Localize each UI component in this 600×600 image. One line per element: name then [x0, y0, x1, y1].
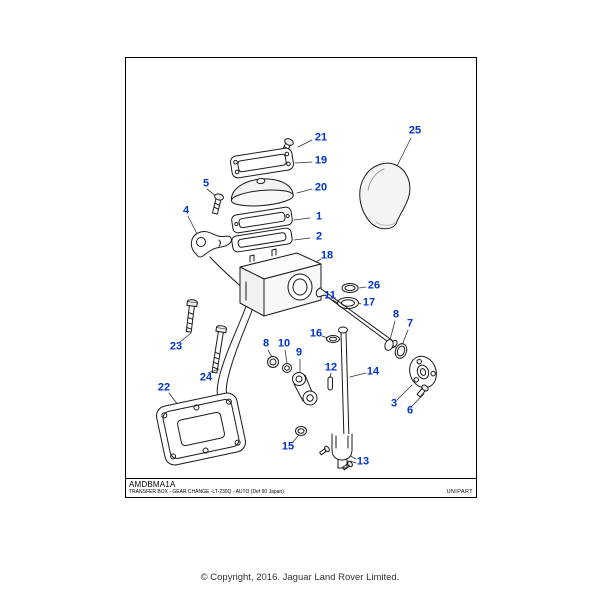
part-lever-4 — [190, 231, 232, 258]
part-flange-3 — [409, 355, 437, 389]
part-yoke-13 — [319, 433, 353, 471]
part-dome-20 — [230, 178, 294, 207]
plate-description: TRANSFER BOX - GEAR CHANGE -LT-230Q - AU… — [129, 489, 284, 495]
part-bolt-24 — [211, 325, 227, 374]
diagram-frame: AMDBMA1A TRANSFER BOX - GEAR CHANGE -LT-… — [125, 57, 477, 498]
part-bolt-6 — [416, 384, 429, 398]
part-gasket-22 — [156, 392, 246, 466]
part-oring-10 — [282, 363, 292, 373]
part-gasket-19 — [230, 147, 294, 179]
part-knob-25 — [359, 162, 411, 230]
part-oring-15 — [295, 426, 307, 436]
plate-brand: UNIPART — [446, 489, 473, 495]
part-housing-18 — [239, 248, 322, 317]
part-oring-7 — [394, 343, 408, 359]
copyright-text: © Copyright, 2016. Jaguar Land Rover Lim… — [200, 572, 400, 583]
part-shaft-11 — [315, 287, 398, 349]
part-plate-1 — [231, 206, 293, 234]
plate-code: AMDBMA1A — [129, 480, 176, 489]
part-gasket-2 — [231, 227, 293, 253]
part-pin-12 — [327, 376, 333, 391]
part-link-9 — [292, 372, 318, 406]
part-oring-8-right — [384, 339, 394, 351]
part-washer-16 — [326, 335, 340, 343]
part-oring-8-left — [267, 356, 279, 368]
part-ring-26 — [341, 283, 359, 293]
part-bolt-5 — [211, 193, 224, 215]
part-bolt-23 — [185, 299, 198, 333]
plate-footer: AMDBMA1A TRANSFER BOX - GEAR CHANGE -LT-… — [126, 478, 476, 497]
